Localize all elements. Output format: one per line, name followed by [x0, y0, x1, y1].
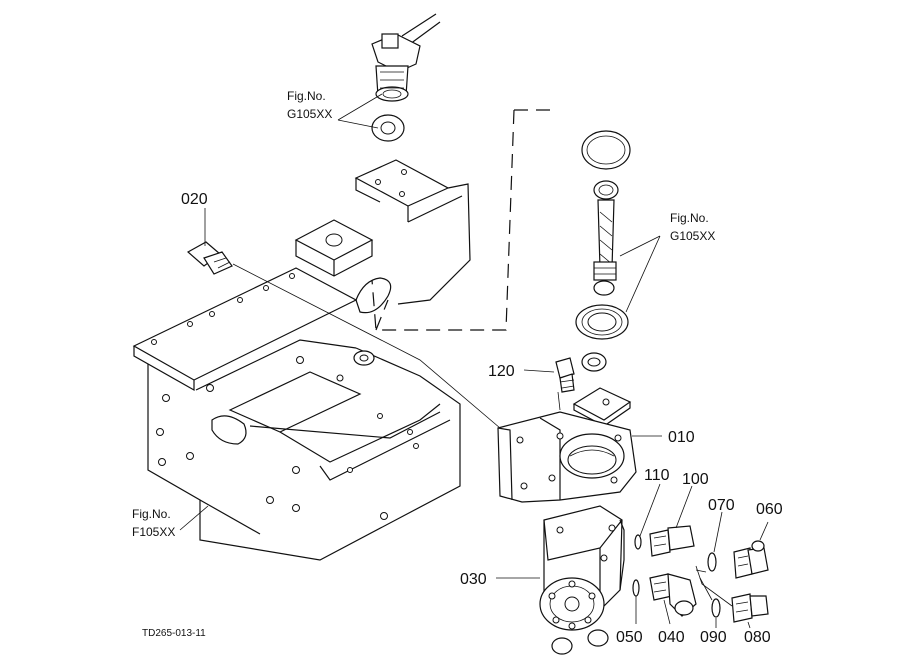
leader-lines	[179, 93, 769, 629]
part-label-040: 040	[658, 629, 685, 646]
transmission-case	[132, 267, 461, 561]
part-label-090: 090	[700, 629, 727, 646]
dashed-outline	[371, 109, 552, 331]
part-label-120: 120	[488, 363, 515, 380]
steering-unit-030	[539, 505, 625, 655]
steering-shaft-assembly	[575, 130, 631, 372]
part-label-050: 050	[616, 629, 643, 646]
adapter-100	[649, 525, 695, 557]
o-ring-050	[632, 579, 640, 597]
fig-ref-right-line1: Fig.No.	[670, 211, 709, 225]
drawing-code: TD265-013-11	[142, 628, 206, 639]
fig-ref-right-line2: G105XX	[670, 229, 715, 243]
o-ring-090	[711, 598, 721, 618]
part-label-060: 060	[756, 501, 783, 518]
part-label-030: 030	[460, 571, 487, 588]
bolt-020	[186, 241, 233, 275]
fig-ref-lower-line2: F105XX	[132, 525, 175, 539]
part-label-080: 080	[744, 629, 771, 646]
part-label-100: 100	[682, 471, 709, 488]
part-label-110: 110	[644, 467, 670, 484]
part-label-070: 070	[708, 497, 735, 514]
upper-universal-joint	[371, 13, 441, 102]
part-label-020: 020	[181, 191, 208, 208]
elbow-060	[733, 540, 769, 579]
o-ring-070	[707, 552, 717, 572]
fig-ref-lower-line1: Fig.No.	[132, 507, 171, 521]
frame-support	[294, 159, 471, 314]
upper-bearing	[371, 114, 405, 142]
bracket-010	[497, 411, 637, 503]
bolt-120	[555, 357, 575, 393]
adapter-080	[731, 593, 769, 623]
elbow-040	[649, 573, 697, 617]
fig-ref-upper-line1: Fig.No.	[287, 89, 326, 103]
part-label-010: 010	[668, 429, 695, 446]
o-ring-110	[634, 534, 642, 550]
fig-ref-upper-line2: G105XX	[287, 107, 332, 121]
